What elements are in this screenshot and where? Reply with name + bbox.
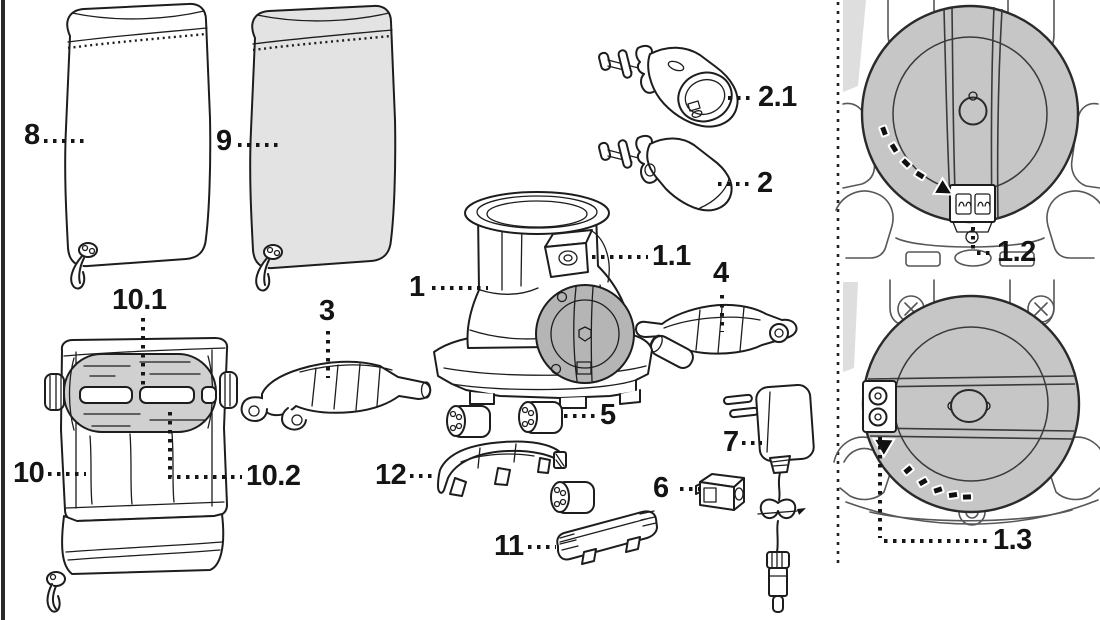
drawstring (255, 244, 283, 292)
side-handle-right (635, 303, 798, 369)
callout-9: 9 (216, 125, 232, 157)
callout-8: 8 (24, 119, 40, 151)
filter-bag-9 (249, 4, 397, 292)
stitch-line (252, 34, 392, 52)
impeller-cover (535, 284, 635, 384)
connector-block (695, 473, 745, 511)
callout-12: 12 (375, 459, 407, 491)
cable (776, 472, 781, 553)
stitch-line (67, 32, 207, 50)
side-handle-left (240, 360, 432, 431)
callout-2: 2 (757, 167, 773, 199)
callout-6: 6 (653, 472, 669, 504)
callout-1-3: 1.3 (993, 524, 1032, 556)
rotation-view-lock (835, 0, 1100, 267)
callout-leaders (44, 96, 993, 549)
cover-disc-unlocked (861, 294, 1081, 514)
callout-2-1: 2.1 (758, 81, 797, 113)
callout-4: 4 (713, 257, 729, 289)
filter-bag-8 (64, 2, 212, 290)
callout-3: 3 (319, 295, 335, 327)
callout-1-2: 1.2 (997, 236, 1036, 268)
drawstring (70, 242, 98, 290)
bottom-frame-assembly (44, 337, 238, 613)
rotation-view-unlock (833, 279, 1100, 526)
roller-b (518, 401, 563, 434)
callout-1: 1 (409, 271, 425, 303)
callout-10: 10 (13, 457, 45, 489)
callout-7: 7 (723, 426, 739, 458)
roller-a (446, 405, 491, 438)
callout-10-2: 10.2 (246, 460, 301, 492)
terminal-box (949, 184, 996, 244)
cover-disc-locked (860, 4, 1080, 244)
drawstring (46, 571, 66, 613)
valve-bracket-1-1 (544, 229, 610, 319)
leader-10-2 (168, 412, 242, 479)
power-adapter (723, 384, 815, 613)
leader-1-3 (878, 437, 987, 543)
barrel-plug (766, 551, 790, 613)
roller-c (550, 481, 595, 514)
rotate-arrow-unlock (871, 437, 974, 502)
latch-strip (556, 510, 658, 565)
roller-brush (44, 353, 238, 433)
fabric-skirt (61, 513, 225, 575)
rotate-arrow-lock (878, 124, 955, 196)
leader-1-2 (971, 227, 993, 255)
terminal-box-side (862, 380, 897, 433)
callout-11: 11 (494, 530, 524, 562)
brush-holder-front (437, 440, 567, 497)
callout-10-1: 10.1 (112, 284, 167, 316)
float-open (598, 44, 739, 128)
callout-5: 5 (600, 399, 616, 431)
main-housing (433, 191, 653, 409)
cable-tie (757, 498, 806, 519)
callout-1-1: 1.1 (652, 240, 691, 272)
float-sealed (598, 134, 733, 212)
